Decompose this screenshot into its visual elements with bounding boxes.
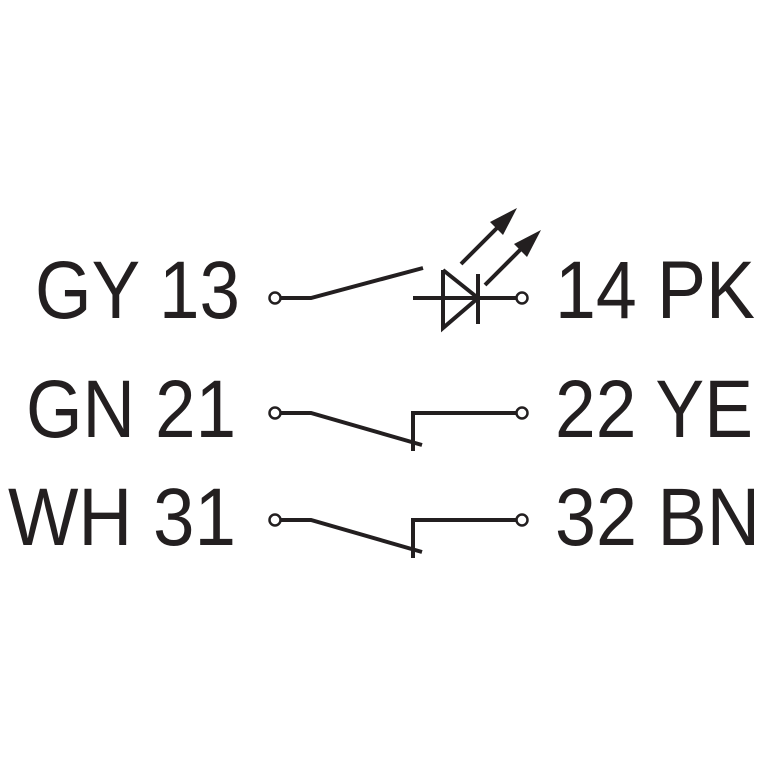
label-gy-13: GY 13 [35,245,240,336]
no-contact-led-circuit [268,208,541,333]
nc-switch-contact [280,518,423,554]
label-wh-31: WH 31 [8,472,236,563]
nc-fixed-contact [411,518,517,558]
label-22-ye: 22 YE [555,364,753,455]
terminal-31-icon [268,513,282,527]
terminal-22-icon [515,406,529,420]
terminal-14-icon [515,291,529,305]
no-switch-contact [280,266,424,300]
nc-contact-31-32 [268,513,529,558]
terminal-21-icon [268,406,282,420]
label-gn-21: GN 21 [26,364,236,455]
nc-contact-21-22 [268,406,529,451]
label-14-pk: 14 PK [555,245,755,336]
terminal-32-icon [515,513,529,527]
nc-fixed-contact [411,411,517,451]
light-emission-arrows-icon [459,208,541,287]
led-diode-icon [441,268,482,333]
label-32-bn: 32 BN [555,472,760,563]
nc-switch-contact [280,411,423,447]
terminal-13-icon [268,291,282,305]
